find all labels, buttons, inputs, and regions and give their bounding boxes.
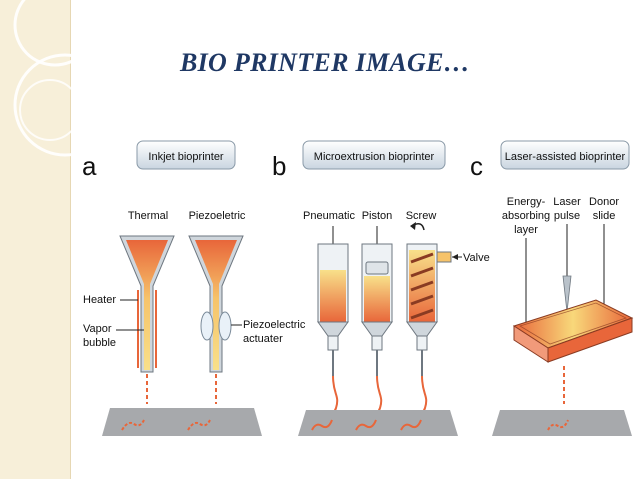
label-valve: Valve <box>463 252 490 264</box>
label-laser-2: pulse <box>554 210 580 222</box>
label-piezo-2: actuater <box>243 333 283 345</box>
pneumatic-syringe <box>317 226 349 429</box>
header-box-inkjet <box>136 140 236 170</box>
label-heater: Heater <box>83 294 116 306</box>
thermal-nozzle <box>119 235 175 404</box>
header-box-laser <box>500 140 630 170</box>
label-laser-1: Laser <box>553 196 581 208</box>
stage-inkjet <box>102 408 262 436</box>
slide-title: BIO PRINTER IMAGE… <box>180 48 471 77</box>
stage-laser <box>492 410 632 436</box>
label-piezoeletric: Piezoeletric <box>189 210 246 222</box>
panel-letter-b: b <box>272 151 286 181</box>
label-energy-2: absorbing <box>502 210 550 222</box>
label-vapor-2: bubble <box>83 337 116 349</box>
side-divider-line <box>70 0 71 479</box>
label-energy-1: Energy- <box>507 196 546 208</box>
label-piezo-1: Piezoelectric <box>243 319 306 331</box>
donor-slide <box>512 299 634 363</box>
label-piston: Piston <box>362 210 393 222</box>
piston-syringe <box>361 226 393 429</box>
label-donor-2: slide <box>593 210 616 222</box>
header-label-microextrusion: Microextrusion bioprinter <box>314 151 435 163</box>
panel-letter-c: c <box>470 151 483 181</box>
laser-pulse-beam <box>562 275 572 313</box>
panel-letter-a: a <box>82 151 97 181</box>
stage-microextrusion <box>298 410 458 436</box>
header-label-laser: Laser-assisted bioprinter <box>505 151 626 163</box>
label-screw: Screw <box>406 210 437 222</box>
screw-syringe <box>406 222 452 429</box>
decorative-side-strip <box>0 0 70 479</box>
label-donor-1: Donor <box>589 196 619 208</box>
header-label-inkjet: Inkjet bioprinter <box>148 151 224 163</box>
header-box-microextrusion <box>302 140 446 170</box>
label-energy-3: layer <box>514 224 538 236</box>
label-thermal: Thermal <box>128 210 168 222</box>
label-vapor-1: Vapor <box>83 323 112 335</box>
label-pneumatic: Pneumatic <box>303 210 355 222</box>
piezo-nozzle <box>188 235 244 404</box>
